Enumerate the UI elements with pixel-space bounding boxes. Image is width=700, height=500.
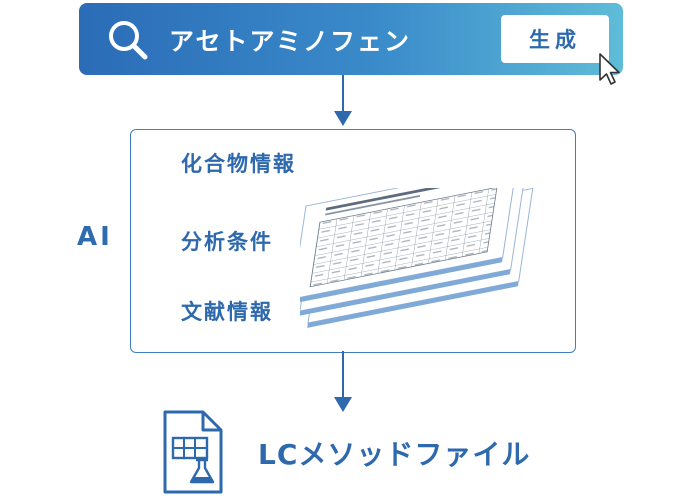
ai-label: AI — [77, 222, 113, 252]
document-stack-icon — [300, 188, 534, 328]
output-label: LCメソッドファイル — [258, 438, 531, 471]
item-analysis-conditions: 分析条件 — [181, 230, 273, 254]
search-bar[interactable]: アセトアミノフェン 生成 — [79, 3, 623, 75]
method-file-icon — [163, 410, 223, 498]
search-icon — [105, 17, 151, 67]
flow-arrow-down — [334, 75, 352, 126]
generate-button[interactable]: 生成 — [501, 15, 609, 63]
flow-arrow-down-2 — [334, 351, 352, 412]
mouse-cursor-icon — [598, 52, 626, 92]
search-query[interactable]: アセトアミノフェン — [169, 27, 412, 56]
item-literature-info: 文献情報 — [181, 300, 273, 324]
item-compound-info: 化合物情報 — [181, 152, 296, 176]
